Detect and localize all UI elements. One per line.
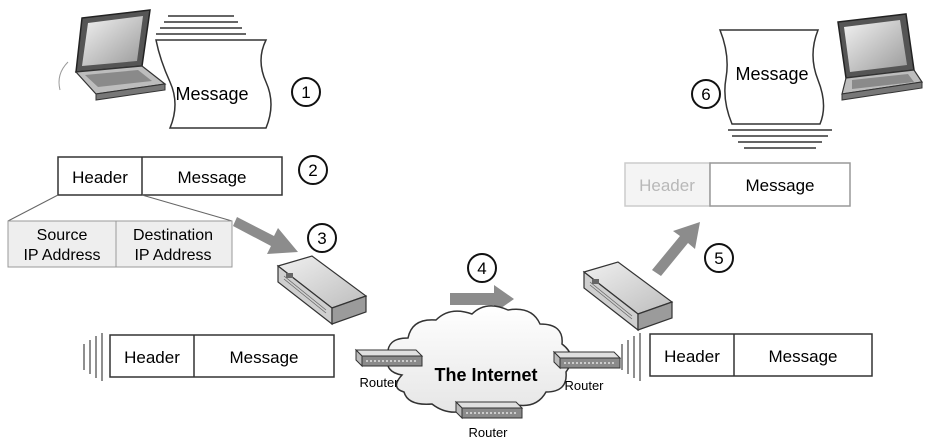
sender-laptop-icon — [58, 9, 167, 101]
router-label: Router — [564, 378, 604, 393]
header-label: Header — [124, 348, 180, 367]
source-address-label-line1: Source — [37, 227, 88, 244]
step-6-number: 6 — [701, 85, 710, 104]
received-message-document: Message — [718, 29, 832, 149]
step-2-badge: 2 — [298, 155, 328, 185]
destination-router-icon — [582, 261, 674, 332]
step-6-badge: 6 — [691, 79, 721, 109]
internet-router-right-icon: Router — [552, 350, 622, 393]
step-2-number: 2 — [308, 161, 317, 180]
internet-cloud: The Internet — [386, 305, 572, 413]
step-1-number: 1 — [301, 83, 310, 102]
source-router-icon — [276, 255, 368, 326]
destination-address-label-line1: Destination — [133, 227, 213, 244]
source-address-label-line2: IP Address — [23, 247, 100, 264]
outgoing-message-document: Message — [155, 15, 272, 129]
internet-label: The Internet — [434, 365, 537, 385]
router-label: Router — [359, 375, 399, 390]
faded-header-label: Header — [639, 176, 695, 195]
message-label: Message — [735, 64, 808, 84]
router-label: Router — [468, 425, 508, 440]
arrow-to-source-router — [233, 217, 298, 254]
header-label: Header — [72, 168, 128, 187]
step-5-number: 5 — [714, 249, 723, 268]
header-expansion: Source IP Address Destination IP Address — [7, 194, 233, 268]
step-5-badge: 5 — [704, 243, 734, 273]
message-label: Message — [230, 348, 299, 367]
message-label: Message — [769, 347, 838, 366]
packet-header-message: Header Message — [57, 156, 283, 196]
step-3-badge: 3 — [307, 223, 337, 253]
message-label: Message — [746, 176, 815, 195]
step-3-number: 3 — [317, 229, 326, 248]
header-label: Header — [664, 347, 720, 366]
receiver-laptop-icon — [837, 13, 924, 101]
message-label: Message — [178, 168, 247, 187]
internet-router-bottom-icon: Router — [454, 400, 524, 440]
step-4-badge: 4 — [467, 253, 497, 283]
stripped-header-packet: Header Message — [624, 162, 851, 207]
arrow-to-receiver — [652, 222, 700, 276]
destination-address-label-line2: IP Address — [134, 247, 211, 264]
message-label: Message — [175, 84, 248, 104]
outgoing-packet: Header Message — [83, 333, 335, 381]
step-4-number: 4 — [477, 259, 486, 278]
internet-router-left-icon: Router — [354, 348, 424, 390]
incoming-packet: Header Message — [621, 333, 873, 381]
step-1-badge: 1 — [291, 77, 321, 107]
